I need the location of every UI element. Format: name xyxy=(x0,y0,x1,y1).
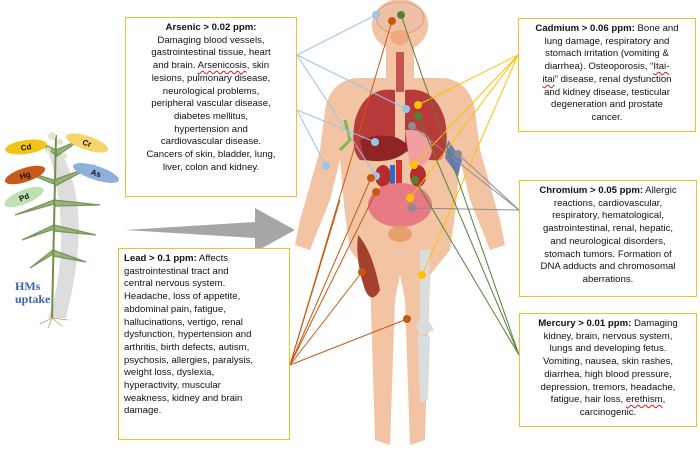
cadmium-text: ” disease, renal dysfunction xyxy=(554,73,672,85)
mercury-line: Vomiting, nausea, skin rashes, xyxy=(542,356,674,368)
organs xyxy=(338,1,462,402)
stomach-icon xyxy=(405,129,432,167)
lead-line: Lead > 0.1 ppm: Affects xyxy=(124,253,284,266)
mercury-line: carcinogenic. xyxy=(579,406,637,418)
arsenic-line: gastrointestinal tissue, heart xyxy=(151,47,271,59)
arsenic-connectors xyxy=(296,14,407,177)
arsenic-line: hypertension and xyxy=(174,123,248,135)
left-kidney-icon xyxy=(375,165,391,187)
arsenic-text: and brain. xyxy=(152,60,198,72)
tibia-bone-icon xyxy=(418,336,430,402)
hms-uptake-label: HMs uptake xyxy=(15,280,50,306)
arsenic-title: Arsenic > 0.02 ppm: xyxy=(165,22,257,33)
arsenic-line: and brain. Arsenicosis, skin xyxy=(131,60,291,73)
lead-title: Lead > 0.1 ppm: xyxy=(124,253,197,264)
lead-line: hallucinations, vertigo, renal xyxy=(124,316,243,328)
lead-line: Headache, loss of appetite, xyxy=(124,291,241,303)
lead-line: psychosis, allergies, paralysis, xyxy=(124,354,254,366)
cadmium-line: and kidney disease, testicular xyxy=(544,86,670,98)
arsenic-line: neurological problems, xyxy=(162,85,260,97)
mercury-title: Mercury > 0.01 ppm: xyxy=(538,318,632,329)
trachea-icon xyxy=(396,52,404,92)
mercury-line: depression, tremors, headache, xyxy=(540,381,676,393)
arsenic-line: Cancers of skin, bladder, lung, xyxy=(146,149,276,161)
erethism-term: erethism xyxy=(625,394,663,406)
lead-line: hyperactivity, muscular xyxy=(124,380,221,392)
cadmium-line: lung damage, respiratory and xyxy=(544,35,670,47)
chromium-title: Chromium > 0.05 ppm: xyxy=(539,185,644,196)
arsenic-line: peripheral vascular disease, xyxy=(151,98,271,110)
arsenic-line: diabetes mellitus, xyxy=(173,110,249,122)
lead-line: dysfunction, hypertension and xyxy=(124,329,252,341)
mercury-line: fatigue, hair loss, erethism, xyxy=(525,394,691,407)
hms-label-line1: HMs xyxy=(15,279,41,293)
chromium-line: and neurological disorders, xyxy=(550,235,666,247)
mercury-connectors xyxy=(400,14,520,356)
cadmium-line: cancer. xyxy=(591,111,623,123)
arsenic-line: Damaging blood vessels, xyxy=(157,34,265,46)
vena-cava-icon xyxy=(390,165,395,195)
hms-label-line2: uptake xyxy=(15,292,51,306)
chromium-line: gastrointestinal, renal, hepatic, xyxy=(542,223,674,235)
lead-text: Affects xyxy=(196,253,229,264)
lead-line: weight loss, dyslexia, xyxy=(124,367,215,379)
mercury-text: fatigue, hair loss, xyxy=(550,394,626,406)
chromium-connectors xyxy=(411,125,520,211)
lead-line: gastrointestinal tract and xyxy=(124,265,229,277)
thyroid-icon xyxy=(390,30,410,45)
chromium-line: Chromium > 0.05 ppm: Allergic xyxy=(525,185,691,198)
chromium-text: Allergic xyxy=(643,185,677,196)
uptake-arrow-icon xyxy=(125,208,295,252)
itai-term: itai xyxy=(542,73,555,85)
chromium-line: DNA adducts and chromosomal xyxy=(540,261,676,273)
lead-connectors xyxy=(289,20,408,366)
cadmium-line: diarrhea). Osteoporosis, “Itai- xyxy=(524,61,690,74)
lead-line: central nervous system. xyxy=(124,278,226,290)
lead-line: damage. xyxy=(124,405,162,417)
cadmium-line: degeneration and prostate xyxy=(550,99,663,111)
mercury-text: , xyxy=(662,394,666,406)
arsenic-line: cardiovascular disease. xyxy=(160,136,262,148)
arsenic-text: , skin xyxy=(246,60,270,72)
arsenicosis-term: Arsenicosis xyxy=(197,60,247,72)
thigh-muscle-icon xyxy=(357,235,380,298)
itai-term: Itai- xyxy=(653,61,670,73)
mercury-line: lungs and developing fetus. xyxy=(549,343,667,355)
cadmium-text: Bone and xyxy=(634,23,679,34)
aorta-icon xyxy=(396,160,402,200)
arsenic-line: lesions, pulmonary disease, xyxy=(151,72,271,84)
lead-line: weakness, kidney and brain xyxy=(124,392,243,404)
cadmium-text: diarrhea). Osteoporosis, “ xyxy=(544,61,654,73)
chromium-line: aberrations. xyxy=(582,273,634,285)
mercury-text: Damaging xyxy=(631,318,678,329)
mercury-line: kidney, brain, nervous system, xyxy=(543,330,673,342)
intestines-icon xyxy=(368,183,432,227)
chromium-line: stomach tumors. Formation of xyxy=(544,248,672,260)
cadmium-line: itai” disease, renal dysfunction xyxy=(524,74,690,87)
arm-nerve-icon xyxy=(338,119,352,152)
cadmium-line: stomach irritation (vomiting & xyxy=(545,48,669,60)
chromium-line: respiratory, hematological, xyxy=(552,210,664,222)
arsenic-line: liver, colon and kidney. xyxy=(162,161,260,173)
chromium-info-box: Chromium > 0.05 ppm: Allergic reactions,… xyxy=(519,180,697,297)
cadmium-info-box: Cadmium > 0.06 ppm: Bone and lung damage… xyxy=(518,18,696,132)
mercury-line: Mercury > 0.01 ppm: Damaging xyxy=(525,318,691,331)
cadmium-title: Cadmium > 0.06 ppm: xyxy=(535,23,635,34)
chromium-line: reactions, cardiovascular, xyxy=(553,197,663,209)
mercury-line: diarrhea, high blood pressure, xyxy=(544,368,672,380)
lead-line: abdominal pain, fatigue, xyxy=(124,303,226,315)
lead-line: arthritis, birth defects, autism, xyxy=(124,341,250,353)
mercury-info-box: Mercury > 0.01 ppm: Damaging kidney, bra… xyxy=(519,313,697,427)
arsenic-info-box: Arsenic > 0.02 ppm: Damaging blood vesse… xyxy=(125,17,297,197)
bladder-icon xyxy=(388,226,412,242)
lead-info-box: Lead > 0.1 ppm: Affects gastrointestinal… xyxy=(118,248,290,440)
cadmium-line: Cadmium > 0.06 ppm: Bone and xyxy=(524,23,690,36)
